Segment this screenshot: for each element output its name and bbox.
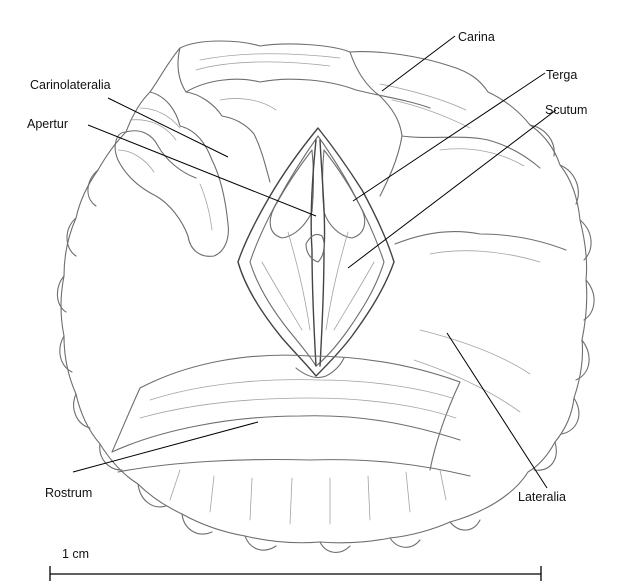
label-apertur: Apertur <box>27 117 68 131</box>
label-scutum: Scutum <box>545 103 587 117</box>
edge-lobes-right <box>530 125 594 470</box>
edge-lobes-left <box>57 170 122 470</box>
leader-carina <box>382 36 455 91</box>
aperture-outline <box>238 128 394 376</box>
leader-lines <box>73 36 556 488</box>
leader-terga <box>353 73 545 201</box>
leader-apertur <box>88 125 316 216</box>
right-lateral-seam <box>395 136 566 250</box>
scale-bar: 1 cm <box>50 547 541 581</box>
carina-plate <box>178 48 430 196</box>
scale-bar-label: 1 cm <box>62 547 89 561</box>
rostrum-plate <box>112 355 470 476</box>
barnacle-drawing <box>57 41 594 552</box>
label-carinolateralia: Carinolateralia <box>30 78 111 92</box>
label-lateralia: Lateralia <box>518 490 566 504</box>
label-rostrum: Rostrum <box>45 486 92 500</box>
label-carina: Carina <box>458 30 495 44</box>
label-terga: Terga <box>546 68 577 82</box>
leader-scutum <box>348 110 556 268</box>
leader-carinolateralia <box>108 98 228 157</box>
